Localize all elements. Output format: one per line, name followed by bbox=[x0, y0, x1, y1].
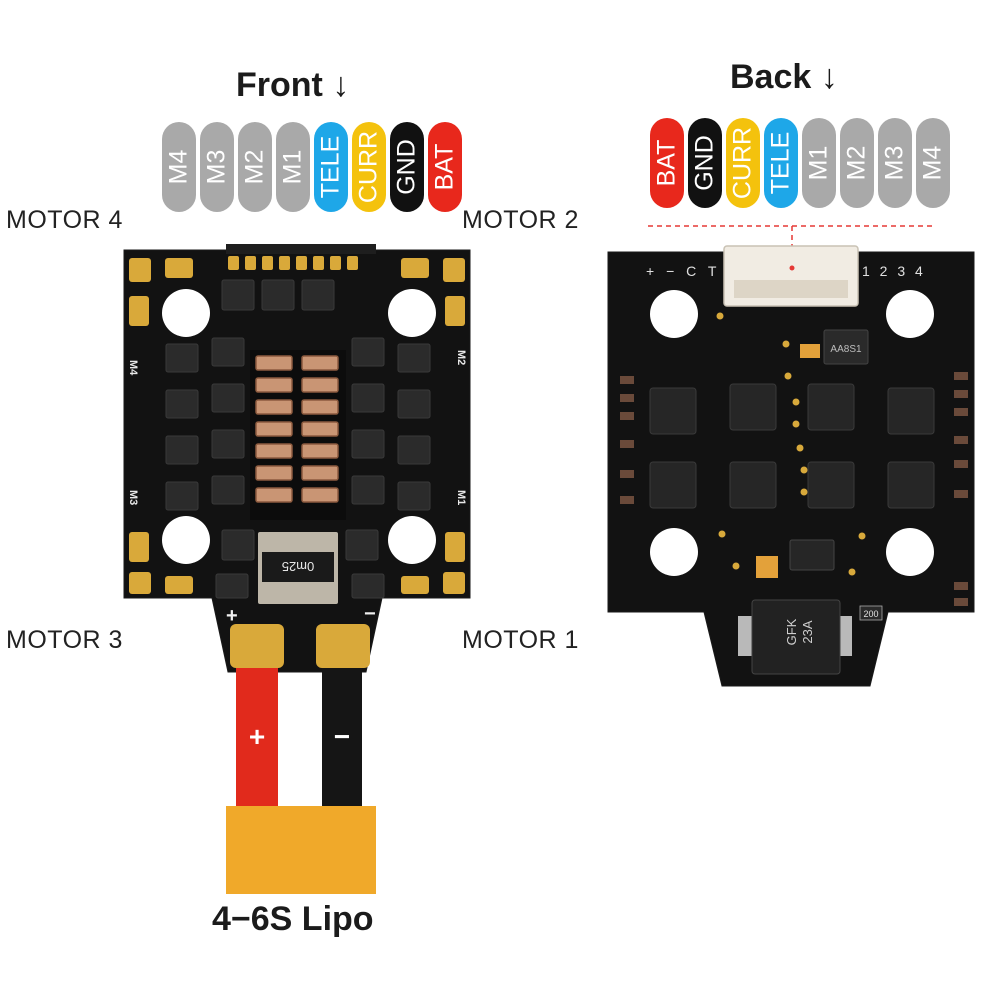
back-pin-tele: TELE bbox=[764, 118, 798, 208]
back-lower-chip bbox=[789, 539, 835, 571]
motor3-label: MOTOR 3 bbox=[6, 626, 123, 654]
back-regulator-label: AA8S1 bbox=[830, 344, 862, 355]
battery-leads: + − bbox=[226, 668, 376, 894]
back-mounting-holes bbox=[650, 290, 934, 576]
front-motor-pads bbox=[129, 258, 465, 594]
back-heading: Back ↓ bbox=[730, 58, 838, 96]
front-pin-bat: BAT bbox=[428, 122, 462, 212]
front-silk-m4: M4 bbox=[127, 360, 139, 376]
back-side-resistors bbox=[620, 372, 968, 606]
front-pin-curr: CURR bbox=[352, 122, 386, 212]
back-silk-numbers: 1 2 3 4 bbox=[862, 263, 926, 279]
motor1-label: MOTOR 1 bbox=[462, 626, 579, 654]
front-pin-gnd: GND bbox=[390, 122, 424, 212]
front-pin-m2: M2 bbox=[238, 122, 272, 212]
back-tantalum-cap-2 bbox=[756, 556, 778, 578]
front-pin-m4: M4 bbox=[162, 122, 196, 212]
front-silk-plus: + bbox=[226, 605, 238, 627]
front-shunt-label: 0m25 bbox=[282, 559, 315, 574]
back-pin-curr: CURR bbox=[726, 118, 760, 208]
front-negative-pad bbox=[316, 624, 370, 668]
back-pin-m1: M1 bbox=[802, 118, 836, 208]
back-resistor-label: 200 bbox=[863, 609, 878, 619]
negative-wire-symbol: − bbox=[334, 721, 350, 752]
front-silk-minus: − bbox=[364, 603, 376, 625]
front-pin-m1: M1 bbox=[276, 122, 310, 212]
back-pin-bat: BAT bbox=[650, 118, 684, 208]
xt60-connector bbox=[226, 806, 376, 894]
front-signal-pads bbox=[228, 256, 358, 270]
back-silk-pads: + − C T bbox=[646, 263, 720, 279]
front-mounting-holes bbox=[162, 289, 436, 564]
front-shunt-resistor: 0m25 bbox=[258, 532, 338, 604]
front-pin-m3: M3 bbox=[200, 122, 234, 212]
back-tantalum-cap-1 bbox=[800, 344, 820, 358]
front-top-connector bbox=[226, 244, 376, 254]
back-board: + − C T 1 2 3 4 AA8S1 bbox=[607, 225, 975, 687]
motor4-label: MOTOR 4 bbox=[6, 206, 123, 234]
front-positive-pad bbox=[230, 624, 284, 668]
back-pin-m3: M3 bbox=[878, 118, 912, 208]
back-protection-diode: GFK 23A bbox=[738, 599, 852, 675]
motor2-label: MOTOR 2 bbox=[462, 206, 579, 234]
front-silk-m3: M3 bbox=[127, 490, 139, 505]
back-test-points bbox=[716, 312, 866, 576]
positive-wire-symbol: + bbox=[249, 721, 265, 752]
front-silk-m2: M2 bbox=[455, 350, 467, 365]
back-regulator-chip bbox=[823, 329, 869, 365]
front-heading: Front ↓ bbox=[236, 66, 350, 104]
back-diode-label-2: 23A bbox=[800, 620, 815, 643]
front-mosfets bbox=[165, 279, 431, 599]
positive-wire bbox=[236, 668, 278, 812]
front-capacitor-bank bbox=[250, 350, 346, 520]
front-pin-tele: TELE bbox=[314, 122, 348, 212]
back-pin-m2: M2 bbox=[840, 118, 874, 208]
back-resistor bbox=[859, 605, 883, 621]
front-silk-m1: M1 bbox=[455, 490, 467, 505]
battery-label: 4−6S Lipo bbox=[212, 900, 374, 938]
back-driver-chips bbox=[649, 383, 935, 509]
back-pin-m4: M4 bbox=[916, 118, 950, 208]
back-diode-label-1: GFK bbox=[784, 618, 799, 645]
back-pin-gnd: GND bbox=[688, 118, 722, 208]
front-board: 0m25 M4 M2 M3 M1 + − bbox=[123, 244, 471, 673]
negative-wire bbox=[322, 668, 362, 812]
